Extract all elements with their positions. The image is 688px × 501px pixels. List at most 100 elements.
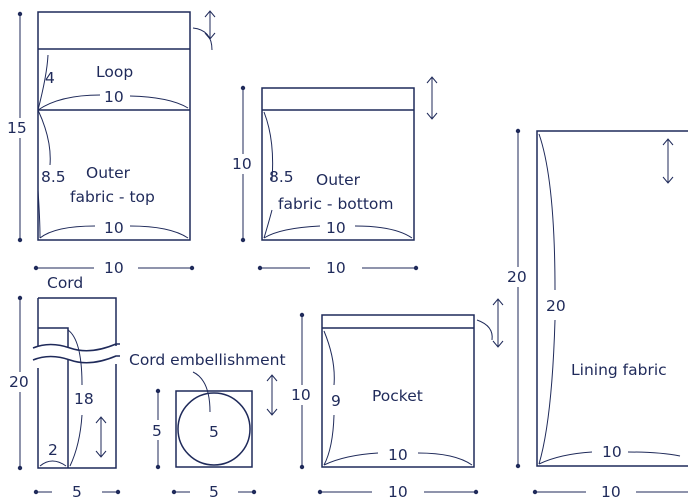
- lining-height-curve-lower: [538, 319, 556, 465]
- pocket-width-curve-right: [417, 452, 473, 466]
- dim-label-bg: [148, 420, 168, 440]
- dim-dot: [317, 489, 323, 495]
- lining-width-curve-left: [538, 451, 593, 465]
- outer-bottom-label-line1: Outer: [316, 171, 361, 189]
- dim-dot: [240, 237, 246, 243]
- lining-outline: [536, 130, 688, 467]
- outer-top-piece: Loop 4 10 8.5 Outer fabric - top 10 15 1…: [7, 10, 216, 277]
- outer-bottom-height-value: 8.5: [269, 168, 294, 186]
- outer-top-label-line2: fabric - top: [70, 188, 155, 206]
- dim-label-bg: [8, 118, 30, 138]
- arrow-head-up-icon: [426, 76, 438, 84]
- cord-height-curve: [67, 329, 83, 386]
- embellishment-side-height-value: 5: [152, 422, 162, 440]
- cord-break-line-top: [32, 343, 120, 352]
- dim-dot: [299, 464, 305, 470]
- dim-dot: [189, 265, 195, 271]
- cord-fold-strip-top: [38, 327, 69, 347]
- cord-break-line-bottom: [32, 355, 120, 364]
- pocket-bottom-width-value: 10: [388, 483, 408, 501]
- outer-top-height-value: 8.5: [41, 168, 66, 186]
- cord-embellishment-label: Cord embellishment: [129, 351, 286, 369]
- outer-bottom-side-height-value: 10: [232, 155, 252, 173]
- outer-top-width-value: 10: [104, 219, 124, 237]
- cord-width-value: 2: [48, 441, 58, 459]
- pocket-width-curve-left: [323, 452, 379, 466]
- dim-label-bg: [231, 154, 255, 174]
- outer-bottom-width-value: 10: [326, 219, 346, 237]
- outer-top-total-height-value: 15: [7, 119, 27, 137]
- outer-bottom-piece: 8.5 Outer fabric - bottom 10 10 10: [231, 76, 438, 277]
- cord-width-curve: [39, 460, 67, 467]
- dim-dot: [413, 265, 419, 271]
- arrow-head-down-icon: [266, 408, 278, 416]
- outer-bottom-height-curve-lower: [263, 209, 273, 239]
- arrow-head-down-icon: [95, 450, 107, 458]
- outer-bottom-width-curve-left: [263, 225, 321, 239]
- arrow-head-up-icon: [204, 10, 216, 18]
- pocket-height-value: 9: [331, 392, 341, 410]
- arrow-head-up-icon: [95, 416, 107, 424]
- dim-dot: [515, 463, 521, 469]
- cord-outline-bottom: [37, 364, 117, 469]
- outer-bottom-bottom-width-value: 10: [326, 259, 346, 277]
- outer-bottom-outline: [261, 87, 415, 241]
- arrow-head-down-icon: [426, 112, 438, 120]
- dim-dot: [17, 237, 23, 243]
- dim-dot: [17, 465, 23, 471]
- pocket-height-curve-lower: [323, 414, 335, 466]
- arrow-head-up-icon: [662, 138, 674, 146]
- cord-label: Cord: [47, 274, 83, 292]
- lining-piece: 20 Lining fabric 10 20 10: [506, 128, 688, 501]
- loop-label: Loop: [96, 63, 133, 81]
- embellishment-circle: [177, 392, 251, 466]
- pocket-label: Pocket: [372, 387, 423, 405]
- dim-dot: [515, 128, 521, 134]
- pocket-side-height-value: 10: [291, 386, 311, 404]
- outer-bottom-width-curve-right: [354, 225, 413, 239]
- embellishment-leader-curve: [192, 371, 211, 413]
- embellishment-square: [175, 390, 253, 468]
- embellishment-diameter-value: 5: [209, 423, 219, 441]
- pocket-outline: [321, 314, 475, 468]
- dim-dot: [33, 265, 39, 271]
- cord-height-curve-lower: [69, 414, 83, 467]
- cord-piece: Cord 18 2 20 5: [8, 274, 121, 501]
- cord-embellishment-piece: Cord embellishment 5 5 5: [129, 351, 286, 501]
- embellishment-bottom-width-value: 5: [209, 483, 219, 501]
- outer-top-label-line1: Outer: [86, 164, 131, 182]
- outer-top-height-curve: [37, 109, 51, 166]
- dim-dot: [115, 489, 121, 495]
- dim-dot: [33, 489, 39, 495]
- lining-label: Lining fabric: [571, 361, 667, 379]
- arrow-head-down-icon: [204, 32, 216, 40]
- pocket-piece: 9 Pocket 10 10 10: [290, 298, 504, 501]
- lining-width-value: 10: [602, 443, 622, 461]
- dim-label-bg: [8, 372, 32, 392]
- dim-label-bg: [506, 267, 530, 287]
- cord-side-height-value: 20: [9, 373, 29, 391]
- outer-bottom-label-line2: fabric - bottom: [278, 195, 394, 213]
- outer-top-height-curve-lower: [37, 189, 41, 239]
- dim-dot: [171, 489, 177, 495]
- lining-width-curve-right: [627, 451, 681, 457]
- loop-height-curve: [37, 54, 49, 111]
- outer-top-width-curve-right: [129, 225, 189, 239]
- dim-dot: [240, 85, 246, 91]
- pocket-width-value: 10: [388, 446, 408, 464]
- outer-top-bottom-width-value: 10: [104, 259, 124, 277]
- arrow-head-up-icon: [492, 298, 504, 306]
- lining-height-curve: [538, 133, 556, 291]
- cord-outline-top: [38, 297, 117, 346]
- lining-height-value: 20: [546, 297, 566, 315]
- cord-height-value: 18: [74, 390, 94, 408]
- outer-top-width-curve-left: [39, 225, 96, 239]
- loop-width-curve-left: [37, 94, 101, 111]
- loop-width-value: 10: [104, 88, 124, 106]
- pocket-height-curve: [323, 330, 335, 386]
- dim-dot: [17, 11, 23, 17]
- outer-top-outline: [37, 11, 191, 241]
- dim-dot: [473, 489, 479, 495]
- dim-dot: [257, 265, 263, 271]
